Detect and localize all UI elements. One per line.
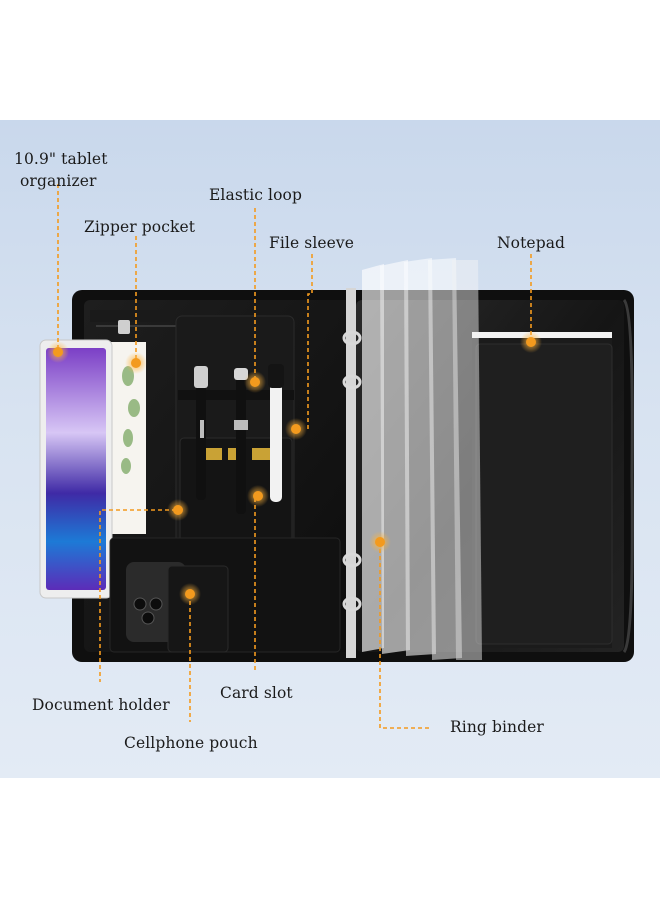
label-tablet-organizer-line2: organizer [20, 172, 97, 190]
leaf-print [121, 366, 140, 474]
label-notepad: Notepad [497, 234, 566, 252]
label-elastic-loop: Elastic loop [209, 186, 303, 204]
callout-dots [47, 331, 542, 605]
label-zipper-pocket: Zipper pocket [84, 218, 196, 236]
label-tablet-organizer-line1: 10.9" tablet [14, 150, 108, 168]
notepad-paper [472, 332, 612, 342]
cellphone-pouch [167, 565, 229, 653]
tablet-screen [46, 348, 106, 590]
rings [342, 330, 362, 612]
product-stage: 10.9" tablet organizer Zipper pocket Ela… [0, 120, 660, 778]
notepad-cover [475, 343, 613, 645]
padfolio-illustration [39, 184, 634, 729]
label-card-slot: Card slot [220, 684, 293, 702]
label-file-sleeve: File sleeve [269, 234, 355, 252]
label-document-holder: Document holder [32, 696, 170, 714]
file-sleeves [362, 258, 482, 660]
pens [194, 364, 284, 514]
label-ring-binder: Ring binder [450, 718, 544, 736]
label-cellphone-pouch: Cellphone pouch [124, 734, 258, 752]
ring-binder-spine [346, 288, 356, 658]
callout-lines [57, 184, 532, 729]
